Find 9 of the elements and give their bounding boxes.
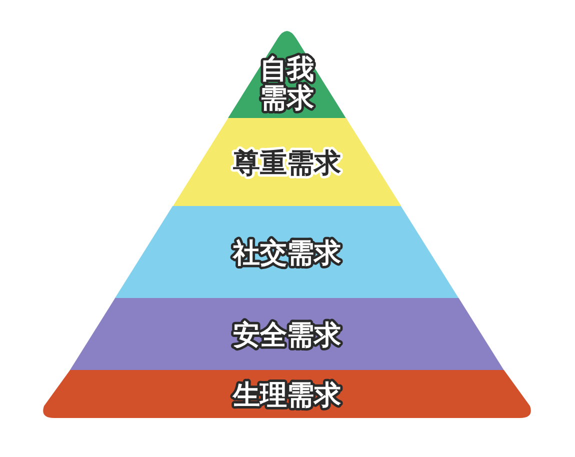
level-label: 生理需求	[233, 380, 341, 411]
level-label: 社交需求	[233, 238, 341, 269]
pyramid-level	[115, 206, 459, 298]
pyramid-level	[172, 118, 402, 206]
level-label: 自我需求	[260, 54, 314, 114]
pyramid-level	[40, 370, 534, 418]
level-label: 尊重需求	[232, 148, 341, 179]
pyramid-level	[70, 298, 504, 370]
level-label: 安全需求	[232, 320, 341, 351]
